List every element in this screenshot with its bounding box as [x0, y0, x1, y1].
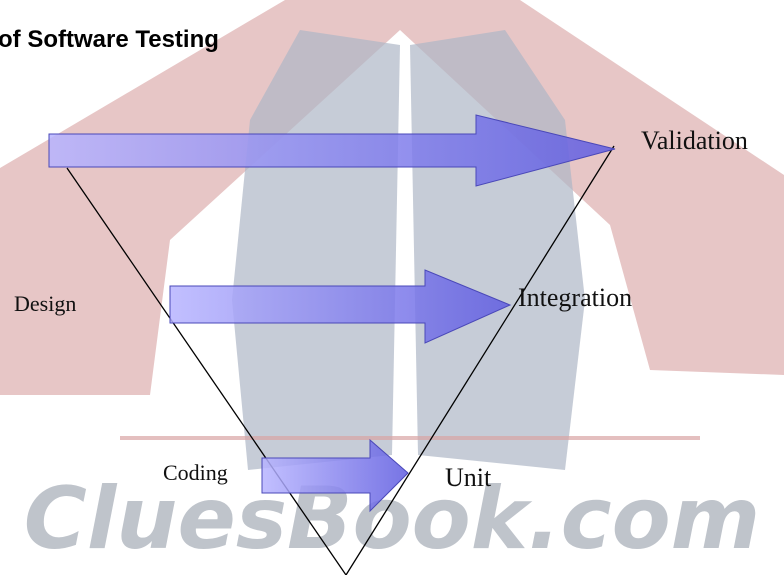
validation-arrow [48, 114, 616, 187]
unit-arrow [261, 438, 409, 513]
triangle-left-edge [66, 167, 347, 576]
label-unit: Unit [445, 463, 492, 492]
integration-arrow [169, 269, 512, 344]
label-coding: Coding [163, 460, 228, 485]
page-title: of Software Testing [0, 26, 219, 53]
process-triangle [66, 145, 615, 576]
label-design: Design [14, 291, 76, 316]
arrows [48, 114, 616, 513]
triangle-right-edge [345, 145, 615, 576]
label-validation: Validation [641, 126, 748, 155]
label-integration: Integration [518, 283, 632, 312]
